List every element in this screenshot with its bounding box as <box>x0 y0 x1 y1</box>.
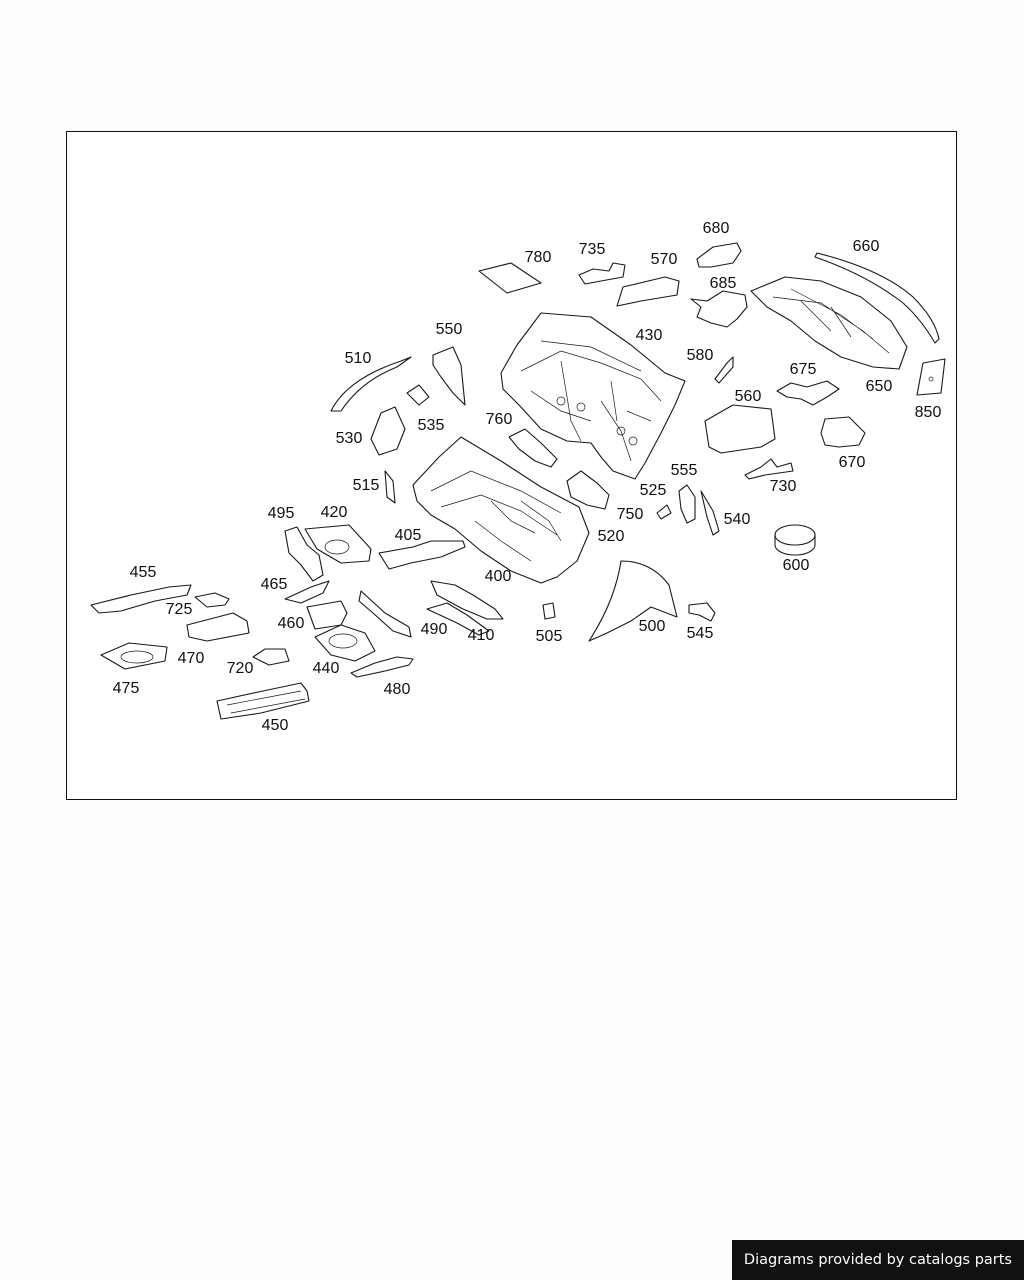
callout-600[interactable]: 600 <box>782 557 810 574</box>
part-410 <box>426 602 490 636</box>
callout-510[interactable]: 510 <box>344 350 372 367</box>
part-450 <box>216 682 310 720</box>
part-685 <box>690 290 748 328</box>
part-500 <box>588 560 678 642</box>
callout-475[interactable]: 475 <box>112 680 140 697</box>
part-420 <box>304 524 372 564</box>
callout-680[interactable]: 680 <box>702 220 730 237</box>
callout-720[interactable]: 720 <box>226 660 254 677</box>
callout-750[interactable]: 750 <box>616 506 644 523</box>
part-430 <box>500 312 686 480</box>
part-670 <box>820 416 866 448</box>
part-400 <box>430 580 504 620</box>
part-560 <box>704 404 776 454</box>
part-675 <box>776 380 840 406</box>
callout-650[interactable]: 650 <box>865 378 893 395</box>
callout-400[interactable]: 400 <box>484 568 512 585</box>
callout-545[interactable]: 545 <box>686 625 714 642</box>
part-515 <box>384 470 396 504</box>
callout-480[interactable]: 480 <box>383 681 411 698</box>
callout-440[interactable]: 440 <box>312 660 340 677</box>
callout-730[interactable]: 730 <box>769 478 797 495</box>
part-730 <box>744 458 794 480</box>
part-455 <box>90 584 192 614</box>
callout-780[interactable]: 780 <box>524 249 552 266</box>
part-850 <box>916 358 946 396</box>
part-570 <box>616 276 680 307</box>
callout-555[interactable]: 555 <box>670 462 698 479</box>
callout-515[interactable]: 515 <box>352 477 380 494</box>
part-660 <box>814 252 940 344</box>
part-725 <box>194 592 230 608</box>
part-540 <box>700 490 720 536</box>
part-650 <box>750 276 908 370</box>
part-460 <box>306 600 348 630</box>
callout-535[interactable]: 535 <box>417 417 445 434</box>
part-580 <box>714 356 734 384</box>
diagram-frame: 780 735 570 680 660 685 430 550 510 580 … <box>66 131 957 800</box>
callout-450[interactable]: 450 <box>261 717 289 734</box>
callout-495[interactable]: 495 <box>267 505 295 522</box>
part-525 <box>656 504 672 520</box>
callout-725[interactable]: 725 <box>165 601 193 618</box>
part-735 <box>578 262 626 285</box>
part-510 <box>330 356 412 412</box>
callout-410[interactable]: 410 <box>467 627 495 644</box>
parts-drawing <box>90 242 946 720</box>
callout-530[interactable]: 530 <box>335 430 363 447</box>
callout-675[interactable]: 675 <box>789 361 817 378</box>
credit-badge: Diagrams provided by catalogs parts <box>731 1240 1024 1280</box>
part-600 <box>774 524 816 546</box>
part-520 <box>412 436 590 584</box>
callout-670[interactable]: 670 <box>838 454 866 471</box>
part-405 <box>378 540 466 570</box>
part-530 <box>370 406 406 456</box>
part-535 <box>406 384 430 406</box>
callout-760[interactable]: 760 <box>485 411 513 428</box>
part-680 <box>696 242 742 268</box>
part-480 <box>350 656 414 678</box>
callout-550[interactable]: 550 <box>435 321 463 338</box>
part-495 <box>284 526 324 582</box>
callout-460[interactable]: 460 <box>277 615 305 632</box>
callout-570[interactable]: 570 <box>650 251 678 268</box>
part-760 <box>508 428 558 468</box>
callout-520[interactable]: 520 <box>597 528 625 545</box>
callout-525[interactable]: 525 <box>639 482 667 499</box>
callout-465[interactable]: 465 <box>260 576 288 593</box>
part-550 <box>432 346 466 406</box>
callout-420[interactable]: 420 <box>320 504 348 521</box>
part-505 <box>542 602 556 620</box>
callout-405[interactable]: 405 <box>394 527 422 544</box>
part-470 <box>186 612 250 642</box>
part-465 <box>284 580 330 604</box>
callout-455[interactable]: 455 <box>129 564 157 581</box>
callout-735[interactable]: 735 <box>578 241 606 258</box>
callout-500[interactable]: 500 <box>638 618 666 635</box>
callout-430[interactable]: 430 <box>635 327 663 344</box>
callout-540[interactable]: 540 <box>723 511 751 528</box>
callout-490[interactable]: 490 <box>420 621 448 638</box>
part-750 <box>566 470 610 510</box>
part-780 <box>478 262 542 294</box>
part-545 <box>688 602 716 622</box>
callout-505[interactable]: 505 <box>535 628 563 645</box>
callout-470[interactable]: 470 <box>177 650 205 667</box>
callout-560[interactable]: 560 <box>734 388 762 405</box>
callout-850[interactable]: 850 <box>914 404 942 421</box>
part-440 <box>314 624 376 662</box>
part-475 <box>100 642 168 670</box>
callout-685[interactable]: 685 <box>709 275 737 292</box>
part-555 <box>678 484 696 524</box>
callout-660[interactable]: 660 <box>852 238 880 255</box>
part-490 <box>358 590 412 638</box>
part-720 <box>252 648 290 666</box>
callout-580[interactable]: 580 <box>686 347 714 364</box>
